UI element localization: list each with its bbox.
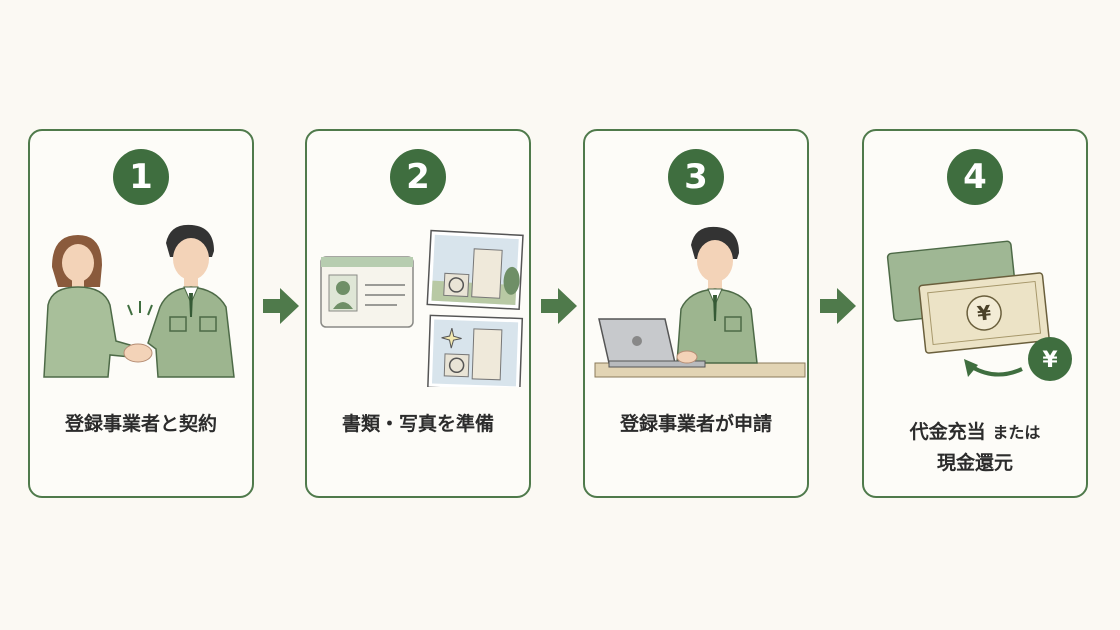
step-label: 登録事業者と契約 xyxy=(64,413,217,435)
step-label: 登録事業者が申請 xyxy=(619,413,772,435)
step-number-badge: 3 xyxy=(668,149,724,205)
handshake-icon xyxy=(43,224,235,378)
laptop-worker-icon xyxy=(594,226,806,378)
step-number-badge: 4 xyxy=(947,149,1003,205)
step-number-badge: 2 xyxy=(390,149,446,205)
step-number-badge: 1 xyxy=(113,149,169,205)
step-label-line2: 現金還元 xyxy=(936,452,1013,474)
yen-coin-symbol: ¥ xyxy=(1042,348,1058,373)
step-label: 代金充当 または 現金還元 xyxy=(864,417,1086,478)
cash-yen-icon: ¥ ¥ xyxy=(886,240,1072,381)
step-label-main: 代金充当 xyxy=(909,421,986,443)
yen-symbol: ¥ xyxy=(976,300,992,325)
step-label-or: または xyxy=(992,423,1041,442)
step-card-4: 4 ¥ ¥ 代金充当 または 現金還元 xyxy=(862,129,1088,498)
arrow-right-icon xyxy=(263,288,299,324)
step-label: 書類・写真を準備 xyxy=(341,413,494,435)
document-photo-icon xyxy=(320,229,524,387)
arrow-right-icon xyxy=(541,288,577,324)
step-card-3: 3 登録事業者が申請 xyxy=(583,129,809,498)
step-card-2: 2 書類・写真を準備 xyxy=(305,129,531,498)
step-card-1: 1 登録事業者と契約 xyxy=(28,129,254,498)
arrow-right-icon xyxy=(820,288,856,324)
